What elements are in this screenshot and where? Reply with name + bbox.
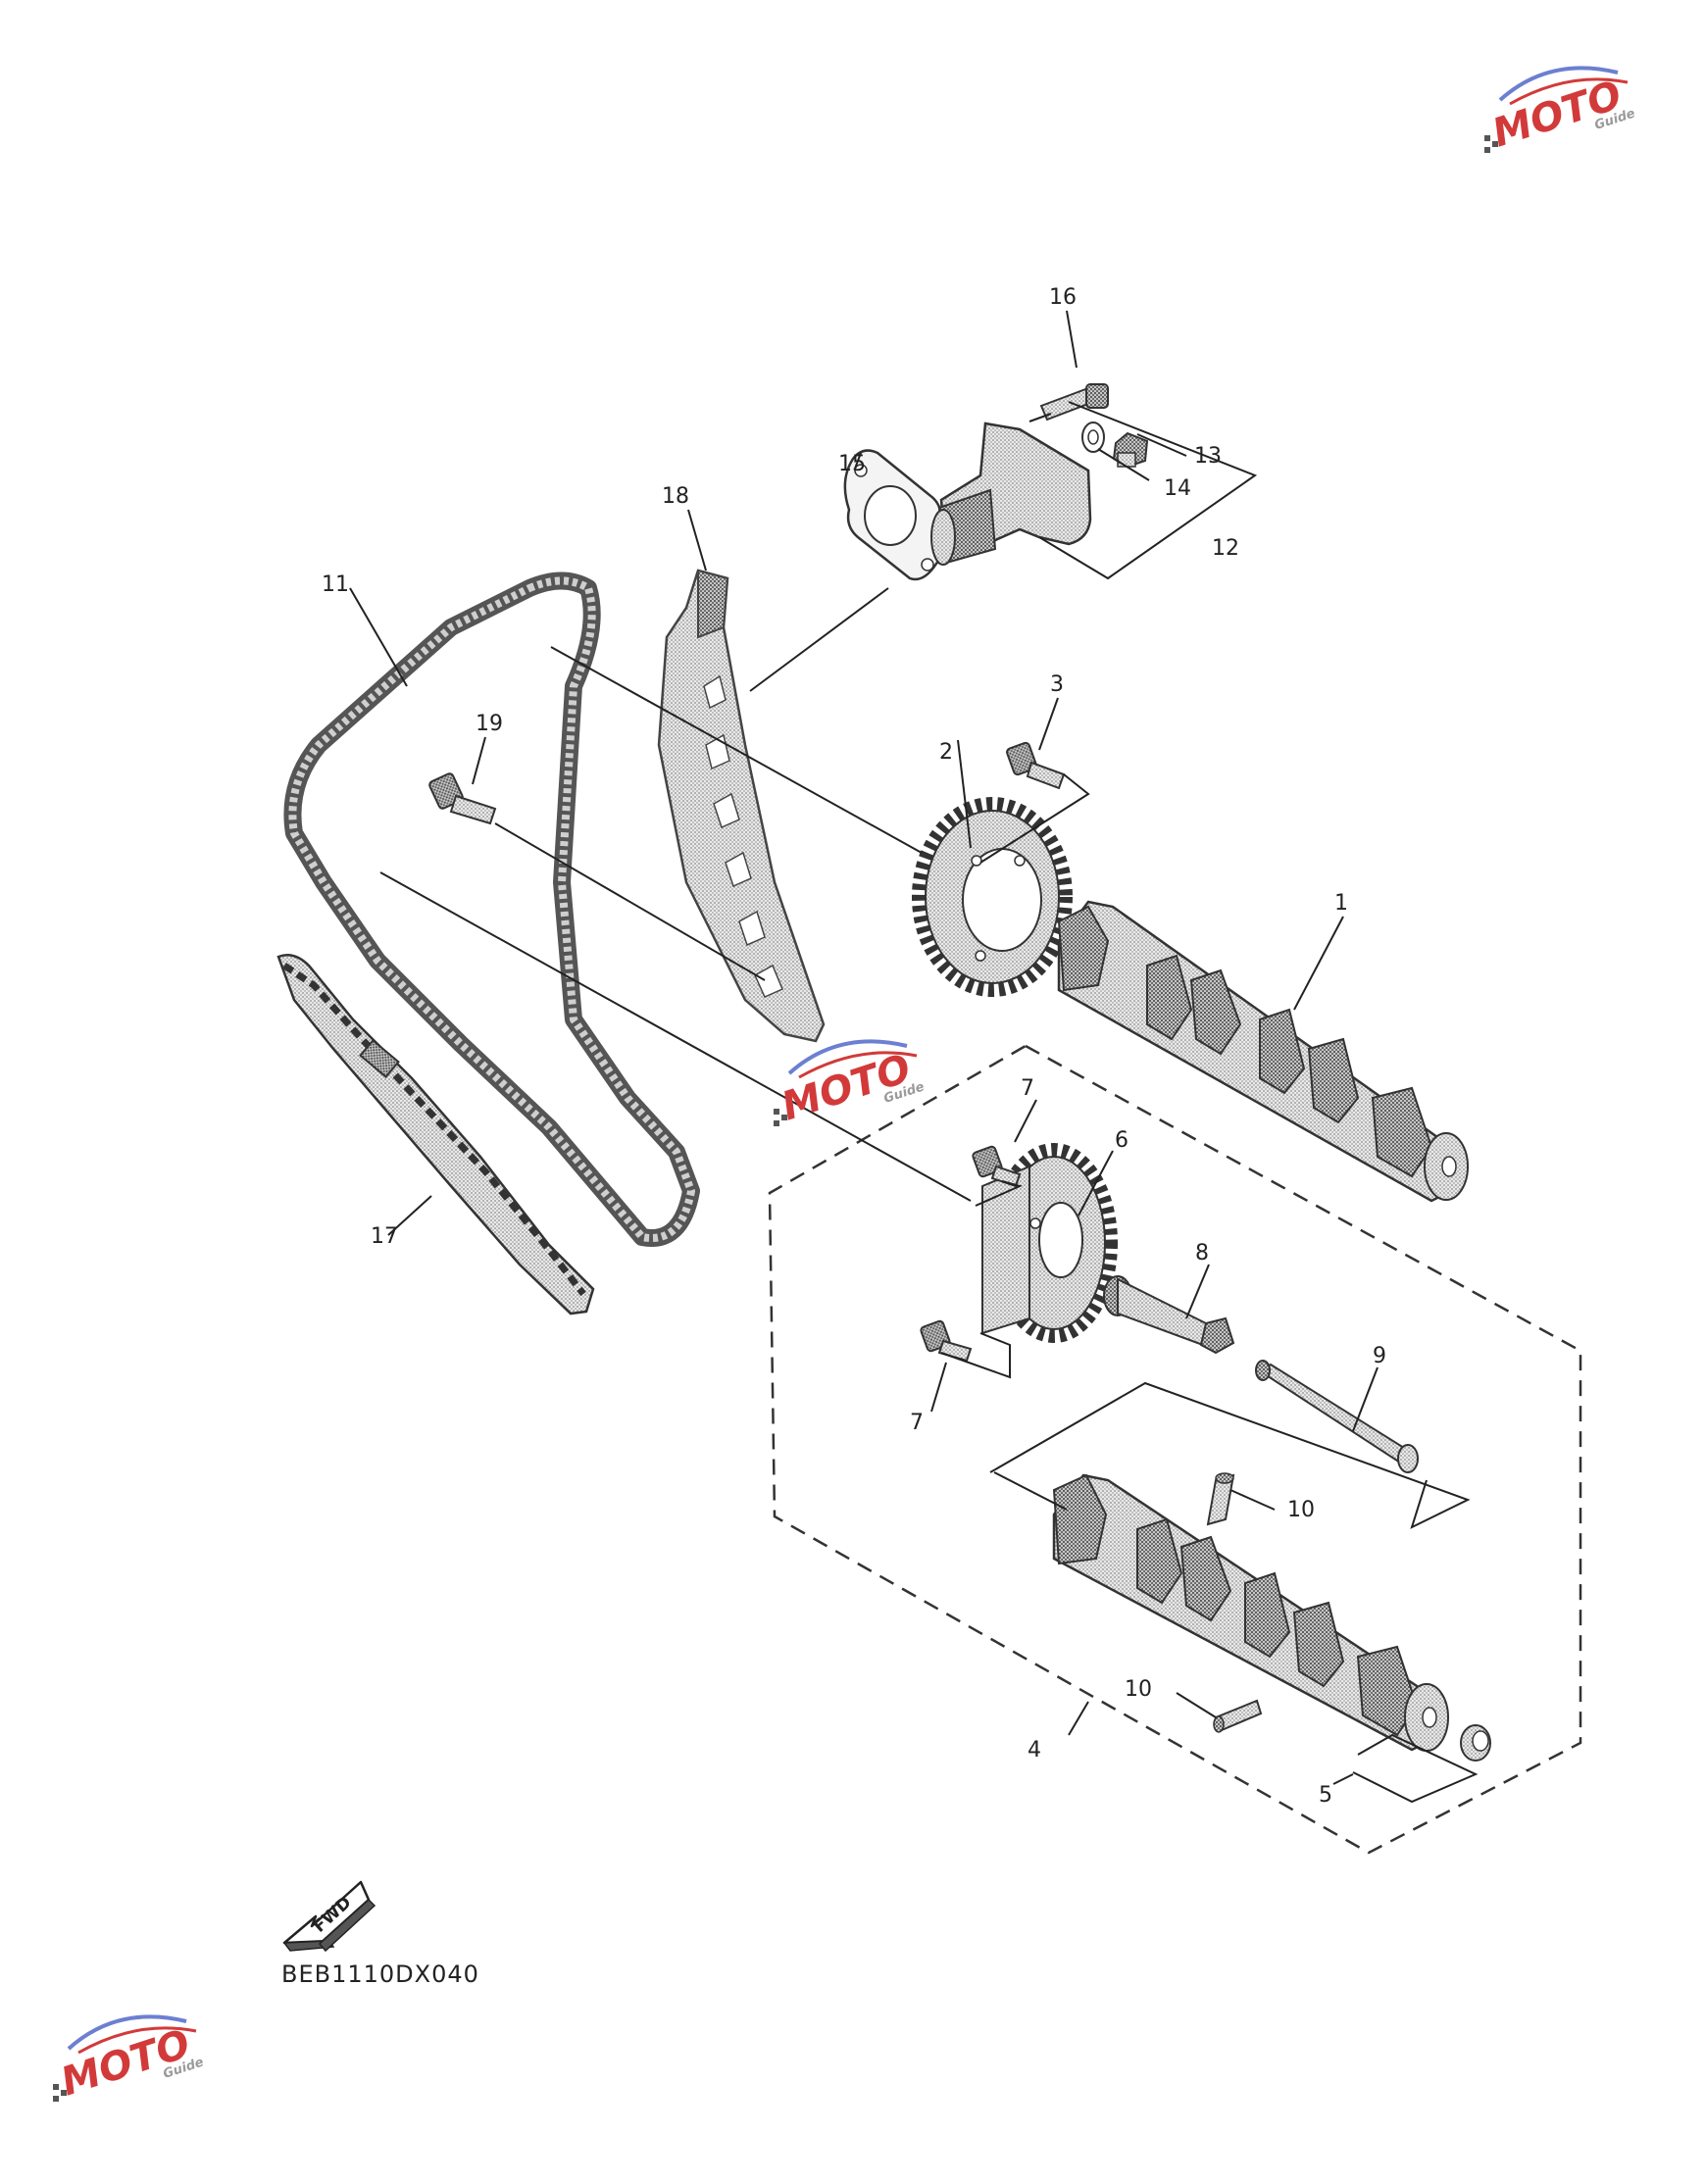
decompressor-pin [1255, 1360, 1419, 1473]
exhaust-camshaft-kit-box [768, 1044, 1582, 1855]
callout-7a: 7 [1021, 1076, 1034, 1101]
callout-8: 8 [1195, 1241, 1209, 1266]
callout-labels: 1 2 3 4 5 6 7 7 8 9 10 10 11 12 13 14 15… [322, 285, 1386, 1808]
camshaft-sprocket [912, 797, 1073, 997]
chain-guide [657, 569, 826, 1043]
callout-3: 3 [1050, 672, 1064, 697]
sprocket-bolt-lower [920, 1319, 973, 1363]
callout-17: 17 [371, 1224, 398, 1249]
callout-15: 15 [838, 452, 866, 476]
diagram-code: BEB1110DX040 [281, 1961, 479, 1988]
callout-11: 11 [322, 572, 349, 597]
callout-6: 6 [1115, 1128, 1128, 1153]
forward-arrow: FWD [282, 1880, 376, 1953]
callout-16: 16 [1049, 285, 1077, 310]
exhaust-camshaft-sprocket [981, 1143, 1118, 1343]
watermark-bottom-left: MOTO Guide [53, 2014, 206, 2106]
callout-14: 14 [1164, 476, 1191, 501]
callout-5: 5 [1319, 1783, 1332, 1808]
leader-lines [349, 310, 1479, 1804]
camshaft-plug [1460, 1724, 1491, 1762]
sprocket-bolt [1006, 741, 1066, 790]
callout-1: 1 [1334, 891, 1348, 916]
dowel-pin-lower [1213, 1699, 1263, 1733]
callout-18: 18 [662, 484, 689, 509]
callout-10a: 10 [1287, 1498, 1315, 1522]
callout-9: 9 [1373, 1344, 1386, 1368]
callout-4: 4 [1028, 1738, 1041, 1762]
guide-bolt [428, 772, 497, 825]
intake-camshaft [1057, 900, 1469, 1203]
callout-19: 19 [476, 712, 503, 736]
tensioner-guide [276, 954, 595, 1315]
callout-10b: 10 [1125, 1677, 1152, 1702]
dowel-pin-upper [1206, 1472, 1235, 1526]
exhaust-camshaft [1052, 1473, 1449, 1752]
callout-13: 13 [1194, 444, 1222, 469]
callout-7b: 7 [910, 1411, 924, 1435]
sprocket-bolt-upper [972, 1145, 1022, 1188]
watermark-top-right: MOTO Guide [1484, 66, 1637, 157]
callout-2: 2 [939, 740, 953, 765]
decompressor-bolt [1103, 1275, 1235, 1355]
callout-12: 12 [1212, 536, 1239, 561]
cam-chain [283, 571, 700, 1247]
chain-tensioner-assembly [843, 383, 1149, 581]
